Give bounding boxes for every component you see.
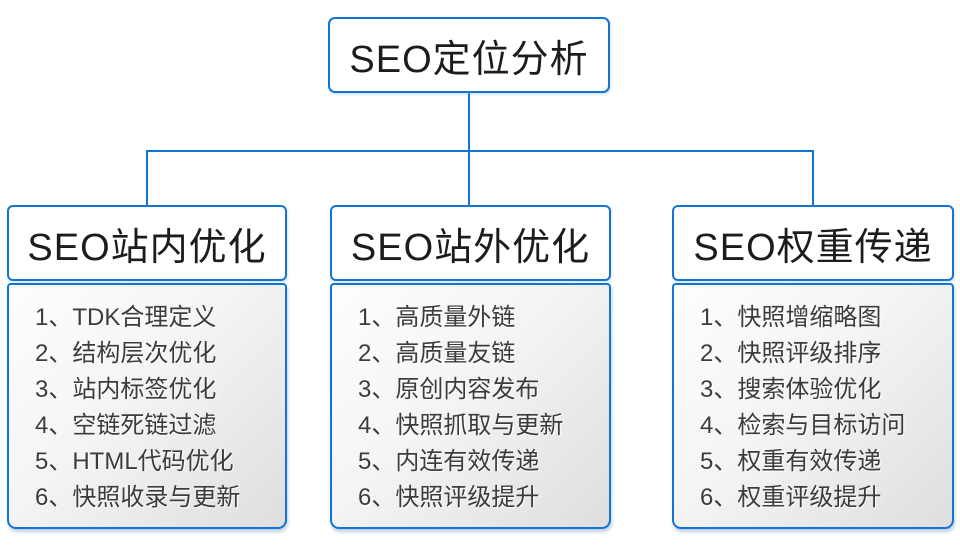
list-item: 1、TDK合理定义 [35, 304, 217, 331]
branch-weight-transfer: SEO权重传递 1、快照增缩略图 2、快照评级排序 3、搜索体验优化 4、检索与… [672, 205, 954, 529]
list-item: 6、快照评级提升 [358, 484, 540, 511]
list-item: 2、结构层次优化 [35, 340, 217, 367]
list-item: 3、搜索体验优化 [700, 376, 882, 403]
branch-list-offsite: 1、高质量外链 2、高质量友链 3、原创内容发布 4、快照抓取与更新 5、内连有… [330, 283, 611, 529]
branch-onsite-optimization: SEO站内优化 1、TDK合理定义 2、结构层次优化 3、站内标签优化 4、空链… [7, 205, 287, 529]
list-item: 3、原创内容发布 [358, 376, 540, 403]
branch-offsite-optimization: SEO站外优化 1、高质量外链 2、高质量友链 3、原创内容发布 4、快照抓取与… [330, 205, 611, 529]
list-item: 5、内连有效传递 [358, 448, 540, 475]
list-item: 5、HTML代码优化 [35, 448, 234, 475]
connector-horizontal [146, 150, 814, 152]
list-item: 4、快照抓取与更新 [358, 412, 564, 439]
connector-drop-right [812, 150, 814, 205]
connector-drop-center [468, 150, 470, 205]
branch-header-offsite: SEO站外优化 [330, 205, 611, 281]
branch-header-onsite: SEO站内优化 [7, 205, 287, 281]
root-node-seo-positioning: SEO定位分析 [328, 17, 610, 93]
list-item: 3、站内标签优化 [35, 376, 217, 403]
branch-title: SEO站内优化 [27, 226, 267, 269]
connector-root-stem [468, 93, 470, 151]
list-item: 5、权重有效传递 [700, 448, 882, 475]
list-item: 1、快照增缩略图 [700, 304, 882, 331]
branch-header-weight: SEO权重传递 [672, 205, 954, 281]
branch-title: SEO站外优化 [350, 226, 591, 269]
list-item: 2、快照评级排序 [700, 340, 882, 367]
root-node-label: SEO定位分析 [349, 38, 589, 81]
list-item: 1、高质量外链 [358, 304, 516, 331]
list-item: 2、高质量友链 [358, 340, 516, 367]
branch-list-onsite: 1、TDK合理定义 2、结构层次优化 3、站内标签优化 4、空链死链过滤 5、H… [7, 283, 287, 529]
branch-title: SEO权重传递 [693, 226, 933, 269]
list-item: 6、快照收录与更新 [35, 484, 241, 511]
list-item: 4、空链死链过滤 [35, 412, 217, 439]
list-item: 6、权重评级提升 [700, 484, 882, 511]
list-item: 4、检索与目标访问 [700, 412, 906, 439]
connector-drop-left [146, 150, 148, 205]
branch-list-weight: 1、快照增缩略图 2、快照评级排序 3、搜索体验优化 4、检索与目标访问 5、权… [672, 283, 954, 529]
